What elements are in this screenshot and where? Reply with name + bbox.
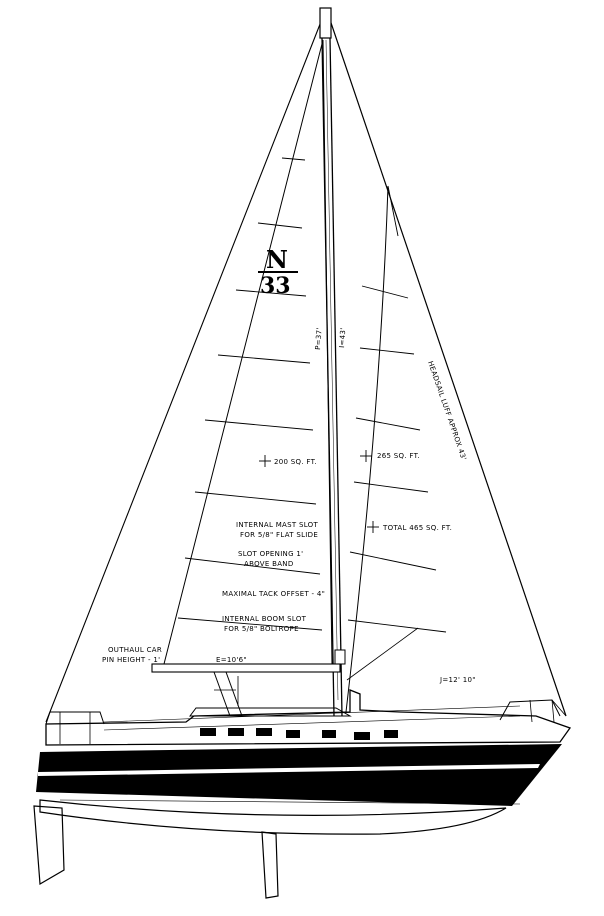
boom [151, 663, 341, 717]
shroud [346, 627, 419, 681]
label-main-area: 200 SQ. FT. [274, 458, 317, 466]
headsail [345, 185, 447, 713]
standing-rigging [45, 13, 567, 723]
label-slot-open-2: ABOVE BAND [244, 560, 294, 568]
logo-letter: N [266, 245, 288, 274]
backstay [45, 13, 325, 723]
deck [45, 699, 567, 744]
label-total-area: TOTAL 465 SQ. FT. [382, 524, 452, 532]
label-mast-slot-2: FOR 5/8" FLAT SLIDE [240, 531, 318, 539]
rudder [261, 831, 279, 899]
forestay [327, 13, 567, 717]
logo-number: 33 [260, 273, 291, 299]
label-slot-open-1: SLOT OPENING 1' [238, 550, 303, 558]
label-boom-slot-1: INTERNAL BOOM SLOT [222, 615, 307, 623]
area-markers [259, 450, 379, 533]
hull [33, 689, 572, 899]
label-j: J=12' 10" [439, 676, 476, 684]
label-tack-offset: MAXIMAL TACK OFFSET - 4" [222, 590, 325, 598]
hull-topsides [36, 744, 562, 806]
mainsail [163, 39, 333, 665]
label-mast-slot-1: INTERNAL MAST SLOT [236, 521, 318, 529]
keel [33, 805, 65, 886]
label-outhaul-1: OUTHAUL CAR [108, 646, 162, 654]
label-e: E=10'6" [216, 656, 247, 664]
label-i: I=43' [338, 327, 347, 348]
label-headsail-luff: HEADSAIL LUFF APPROX 43' [426, 360, 468, 461]
masthead [319, 7, 332, 39]
label-boom-slot-2: FOR 5/8" BOLTROPE [224, 625, 299, 633]
label-head-area: 265 SQ. FT. [377, 452, 420, 460]
label-outhaul-2: PIN HEIGHT - 1' [102, 656, 160, 664]
label-p: P=37' [314, 327, 324, 350]
n33-logo: N 33 [258, 245, 298, 299]
